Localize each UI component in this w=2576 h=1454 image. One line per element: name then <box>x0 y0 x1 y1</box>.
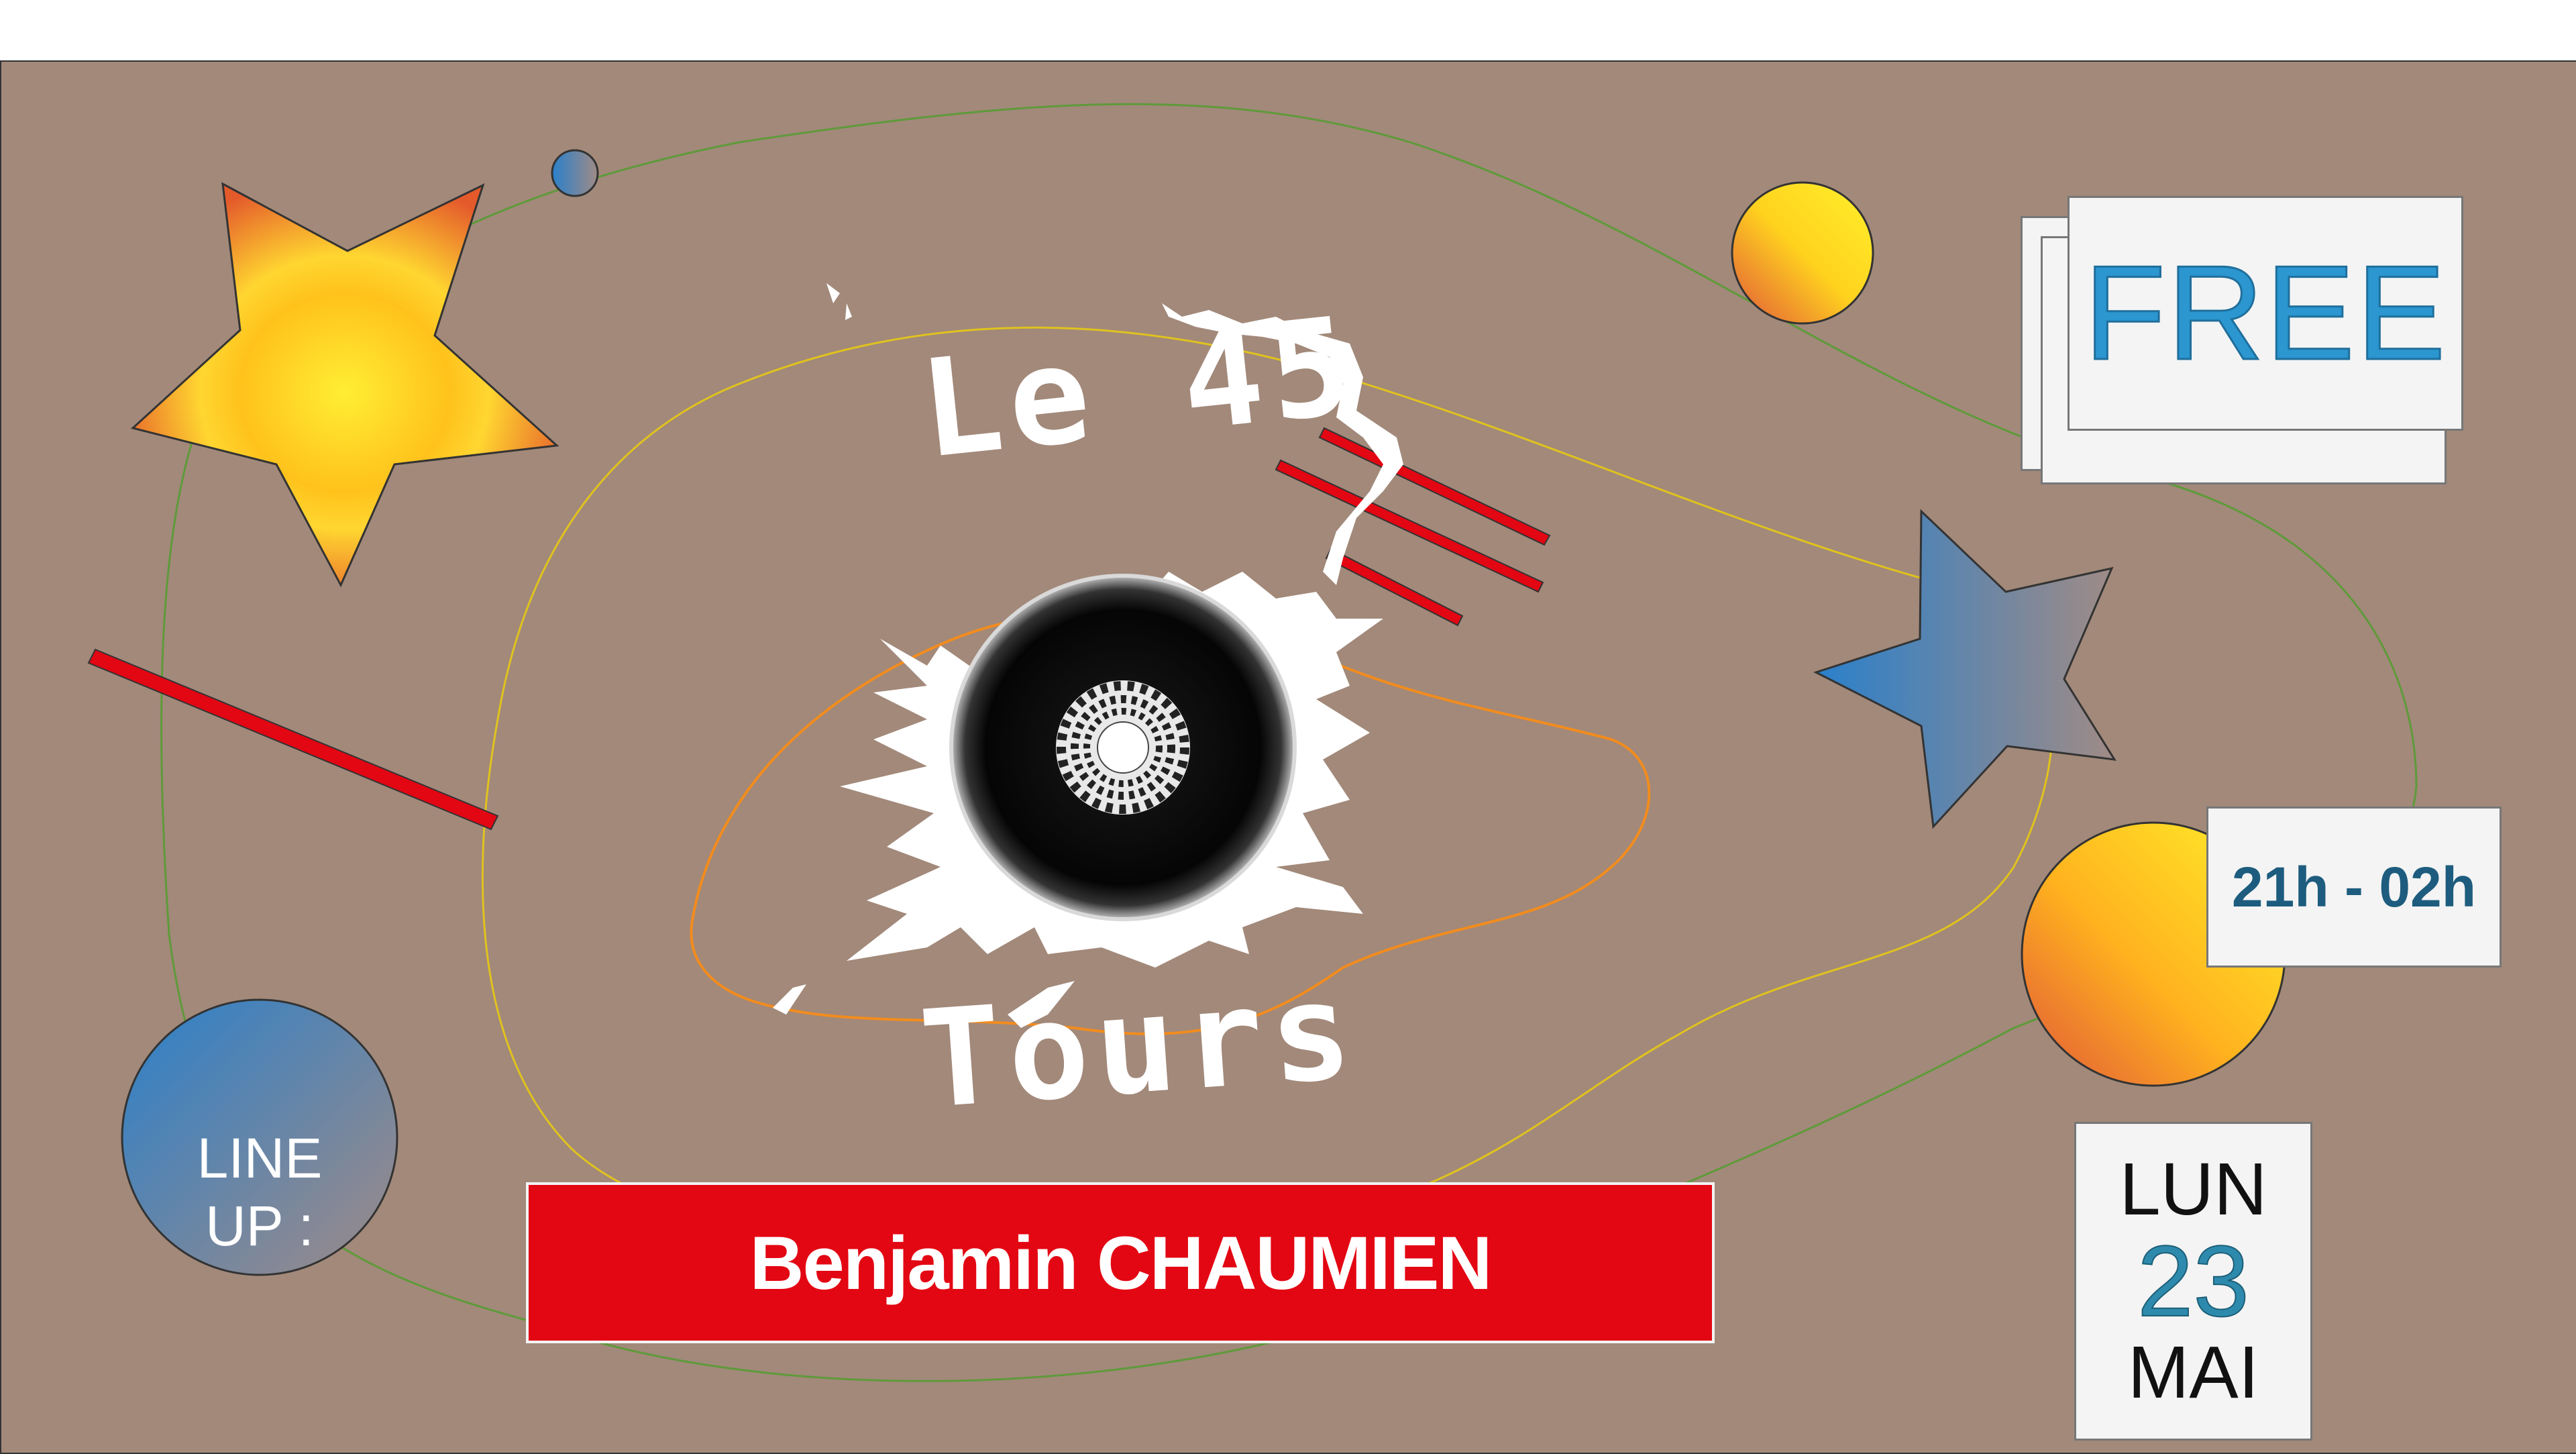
hours-box: 21h - 02h <box>2206 807 2502 968</box>
date-number: 23 <box>2137 1224 2250 1337</box>
lineup-circle-icon <box>121 998 398 1276</box>
contour-line-orange <box>690 610 1651 1035</box>
lineup-line-1: LINE <box>197 1127 323 1190</box>
red-bar-left <box>87 648 499 831</box>
free-card-front <box>2068 196 2463 431</box>
red-line-3 <box>1325 548 1464 627</box>
star-orange-icon <box>130 182 559 588</box>
yellow-circle-icon <box>1731 181 1874 325</box>
event-poster: Le 45 Tours FREE 21h - 02h LUN 23 MAI LI… <box>0 60 2576 1454</box>
lineup-line-2: UP : <box>205 1194 314 1257</box>
date-day: LUN <box>2119 1148 2267 1231</box>
artist-banner: Benjamin CHAUMIEN <box>526 1182 1715 1343</box>
small-circle-icon <box>551 149 599 197</box>
price-label: FREE <box>2083 238 2447 389</box>
lineup-label: LINE UP : <box>122 1055 397 1330</box>
vinyl-record-icon <box>949 574 1297 921</box>
red-line-2 <box>1275 459 1544 593</box>
decoration-layer <box>87 103 2418 1382</box>
date-box: LUN 23 MAI <box>2074 1122 2312 1441</box>
star-blue-icon <box>1813 509 2116 829</box>
logo-line-2: Tours <box>915 952 1363 1139</box>
artist-name: Benjamin CHAUMIEN <box>749 1221 1493 1305</box>
hours-label: 21h - 02h <box>2231 855 2477 919</box>
red-line-1 <box>1318 427 1551 546</box>
date-month: MAI <box>2127 1331 2259 1414</box>
